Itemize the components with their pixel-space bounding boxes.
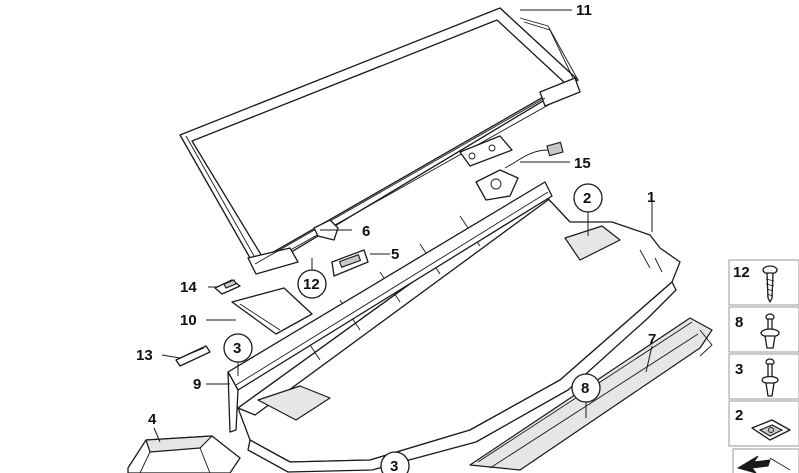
callout-3a: 3 — [233, 340, 241, 357]
blind-drive-motor[interactable] — [459, 135, 564, 201]
callout-10: 10 — [180, 312, 197, 329]
callout-13: 13 — [136, 347, 153, 364]
callout-circle-3a — [223, 333, 253, 363]
clip-nut-icon — [751, 419, 791, 441]
retaining-clip[interactable] — [214, 279, 241, 295]
callout-7: 7 — [648, 331, 656, 348]
arrow-icon — [736, 455, 791, 473]
callout-4: 4 — [148, 411, 157, 428]
callout-circle-12 — [297, 269, 327, 299]
roller-blind-frame[interactable] — [179, 7, 581, 275]
callout-14: 14 — [180, 279, 197, 296]
callout-15: 15 — [574, 155, 591, 172]
push-rivet-icon — [760, 313, 780, 349]
legend-item-expanding-rivet[interactable] — [728, 353, 799, 400]
callout-11: 11 — [576, 2, 592, 19]
mounting-bracket[interactable] — [331, 249, 369, 277]
legend-label-3: 3 — [735, 361, 743, 378]
legend-label-8: 8 — [735, 314, 743, 331]
guide-pin[interactable] — [175, 345, 211, 367]
callout-3b: 3 — [390, 458, 398, 473]
legend-label-12: 12 — [733, 264, 750, 281]
callout-2: 2 — [583, 190, 591, 207]
expanding-rivet-icon — [761, 358, 779, 397]
callout-9: 9 — [193, 376, 201, 393]
callout-1: 1 — [647, 189, 655, 206]
side-trim-strip[interactable] — [227, 181, 553, 433]
callout-circle-2 — [573, 183, 603, 213]
callouts: 11 15 1 2 6 5 12 14 10 3 13 9 7 8 4 3 — [136, 2, 656, 473]
callout-8: 8 — [581, 380, 589, 397]
screw-icon — [762, 265, 778, 303]
callout-circle-3b — [380, 451, 410, 473]
cover-plate[interactable] — [231, 287, 313, 335]
legend-label-2: 2 — [735, 407, 743, 424]
callout-circle-8 — [571, 373, 601, 403]
fastener-legend: 12 8 3 2 — [728, 259, 799, 473]
callout-5: 5 — [391, 246, 399, 263]
leader-lines — [153, 9, 653, 443]
side-bracket[interactable] — [127, 435, 241, 473]
callout-12: 12 — [303, 276, 320, 293]
callout-6: 6 — [362, 223, 370, 240]
